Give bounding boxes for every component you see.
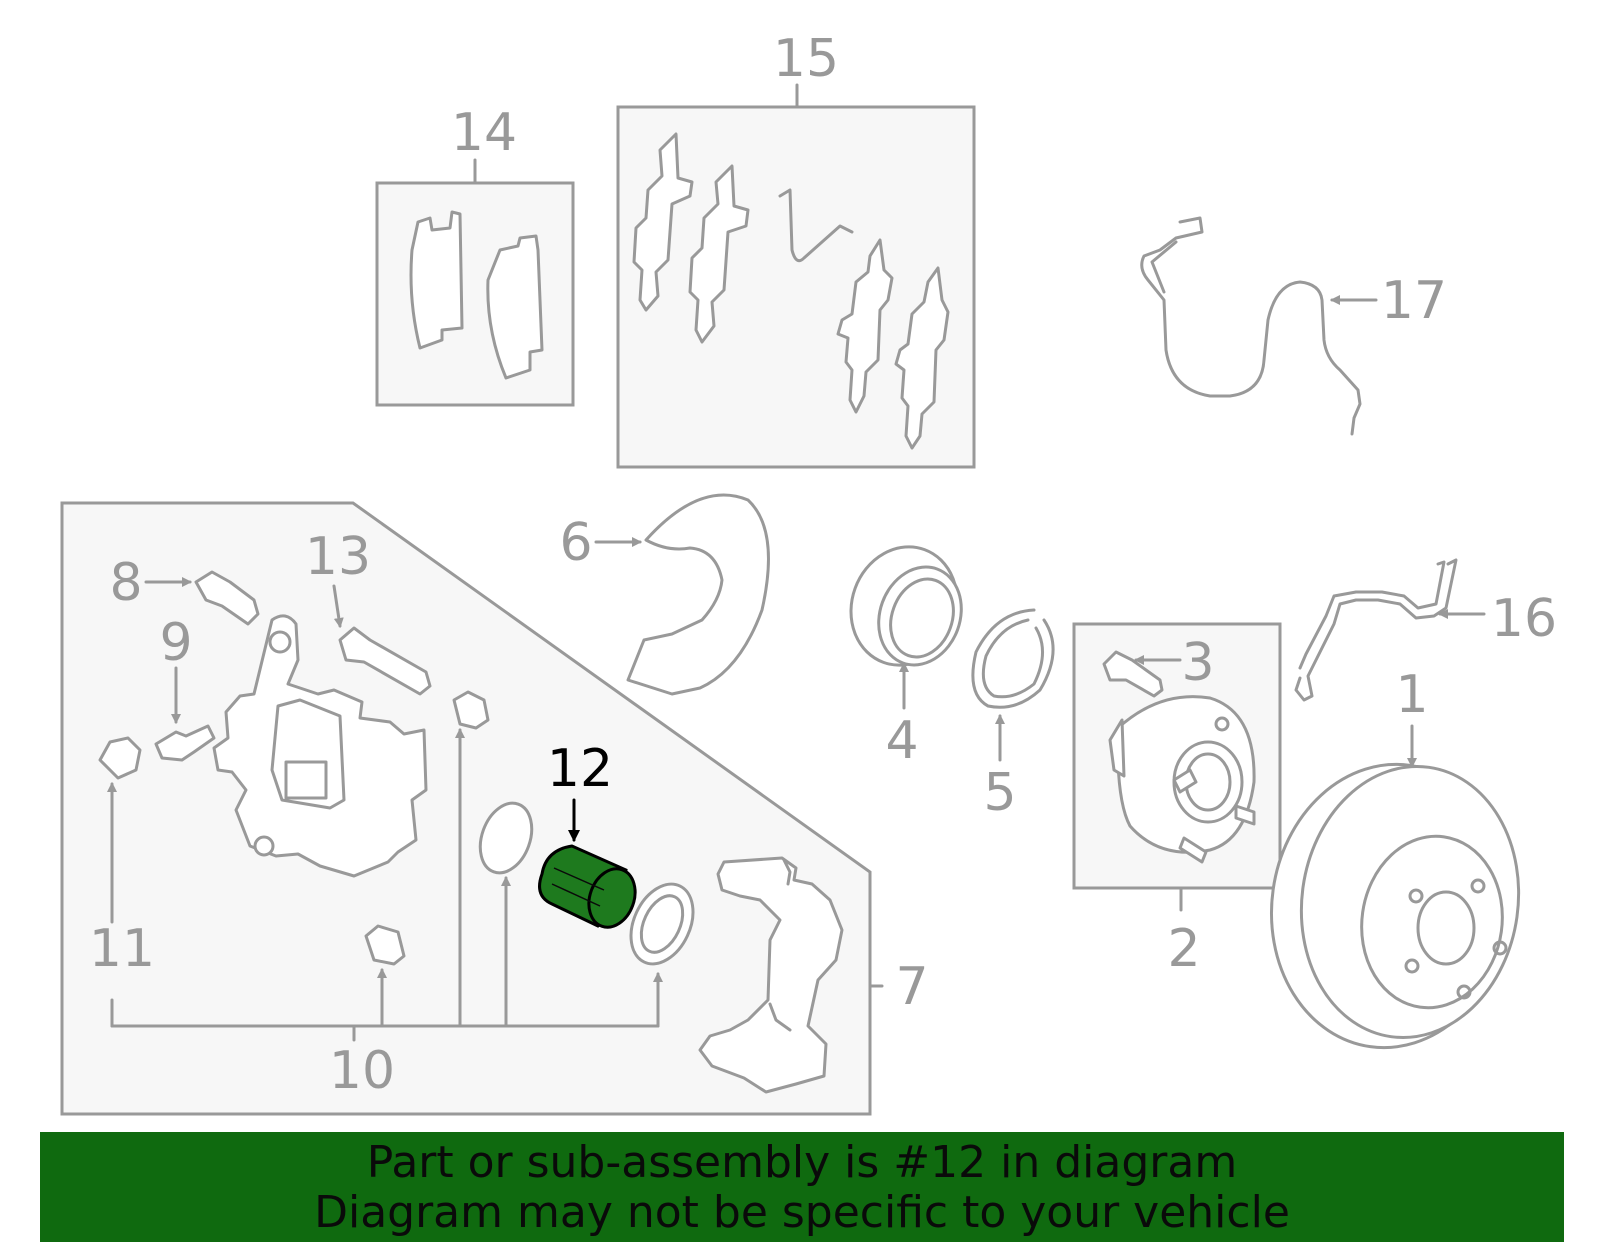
part-group-15 [616, 83, 976, 469]
bolt-3 [1102, 650, 1164, 698]
callout-3: 3 [1181, 633, 1214, 693]
boot-top [452, 690, 490, 730]
callout-15: 15 [773, 29, 839, 89]
callout-5: 5 [983, 763, 1016, 823]
bolt-8 [194, 570, 260, 626]
dust-seal [629, 882, 695, 966]
part-group-14 [375, 158, 575, 407]
part-16 [1294, 558, 1486, 702]
callout-6: 6 [559, 513, 592, 573]
guide-pin-13 [338, 626, 432, 696]
part-group-caliper [60, 501, 884, 1116]
callout-1: 1 [1395, 665, 1428, 725]
part-6 [594, 493, 770, 696]
pad-shim-4 [894, 266, 950, 450]
notice-banner: Part or sub-assembly is #12 in diagram D… [40, 1132, 1564, 1242]
callout-8: 8 [109, 553, 142, 613]
callout-9: 9 [159, 613, 192, 673]
brake-pad-outer [486, 234, 544, 380]
caliper-bracket-7 [698, 856, 844, 1094]
callout-17: 17 [1381, 271, 1447, 331]
callout-10: 10 [329, 1041, 395, 1101]
anti-rattle-spring [778, 188, 854, 263]
seal-ring [478, 801, 534, 875]
pad-shim-3 [836, 238, 894, 414]
nut-11 [98, 736, 142, 780]
part-1 [1269, 724, 1521, 1050]
callout-13: 13 [305, 527, 371, 587]
callout-11: 11 [89, 919, 155, 979]
caliper-body [212, 614, 428, 878]
part-4 [849, 545, 963, 710]
part-17 [1140, 216, 1378, 436]
banner-line-2: Diagram may not be specific to your vehi… [314, 1187, 1290, 1238]
part-5 [971, 608, 1055, 762]
pad-shim-2 [688, 164, 750, 344]
brake-pad-inner [409, 210, 464, 350]
callout-7: 7 [895, 957, 928, 1017]
callout-16: 16 [1491, 589, 1557, 649]
callout-4: 4 [885, 711, 918, 771]
banner-line-1: Part or sub-assembly is #12 in diagram [366, 1137, 1238, 1188]
callout-14: 14 [451, 103, 517, 163]
boot-bottom [364, 924, 406, 966]
callout-2: 2 [1167, 919, 1200, 979]
callout-12[interactable]: 12 [547, 739, 613, 799]
pin-9 [154, 724, 216, 762]
piston-12[interactable] [538, 844, 643, 934]
pad-shim-1 [632, 132, 694, 312]
part-group-2 [1072, 622, 1282, 912]
